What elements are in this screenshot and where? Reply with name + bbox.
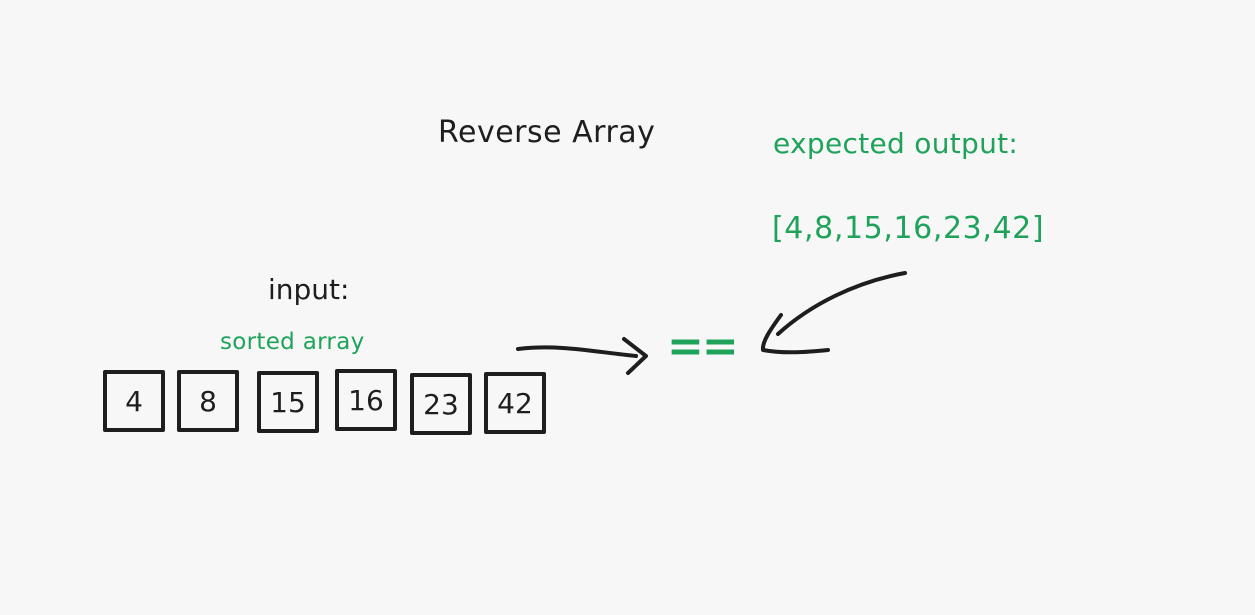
array-cell: 23 [410,373,472,435]
input-to-equals-arrowhead [622,337,648,375]
expected-output-label: expected output: [773,127,1019,160]
array-cell: 42 [484,372,546,434]
sorted-array-label: sorted array [220,329,365,355]
input-label: input: [268,273,350,306]
diagram-title: Reverse Array [438,115,656,150]
array-cell: 16 [335,369,397,431]
expected-to-equals-arrow [776,271,907,336]
array-cell: 8 [177,370,239,432]
array-cell: 15 [257,371,319,433]
equals-operator: == [667,321,739,372]
expected-to-equals-arrowhead [760,313,830,355]
array-cell: 4 [103,370,165,432]
input-to-equals-arrow [516,345,638,358]
expected-output-array: [4,8,15,16,23,42] [772,211,1045,246]
